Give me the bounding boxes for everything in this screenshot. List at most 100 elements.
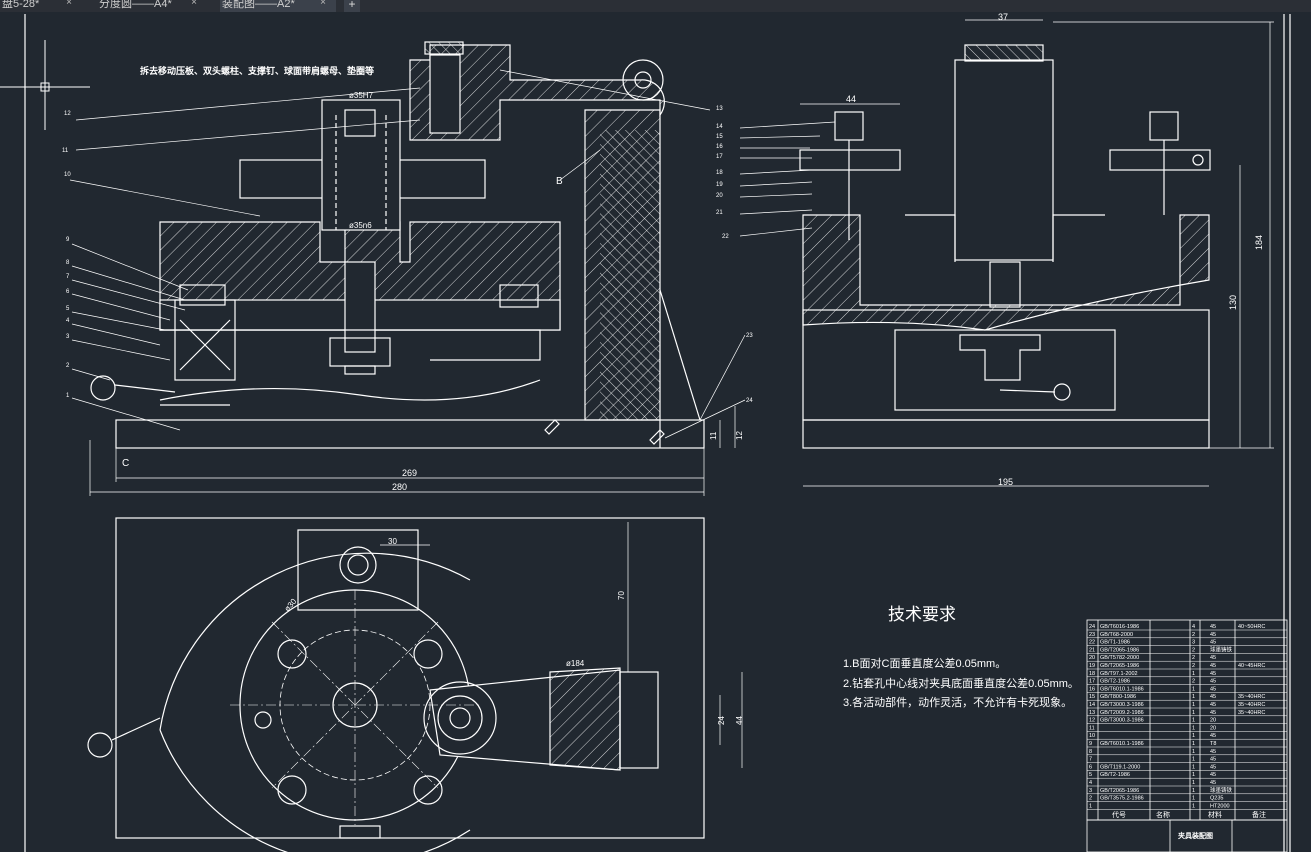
dim-269: 269 [402, 468, 417, 478]
bom-cell-material: 45 [1210, 694, 1216, 700]
bom-cell-number: 7 [1089, 757, 1092, 763]
bom-cell-quantity: 1 [1192, 796, 1195, 802]
part-label: 18 [716, 170, 723, 176]
bom-cell-material: 45 [1210, 749, 1216, 755]
bom-cell-code: GB/T3575.2-1986 [1100, 796, 1144, 802]
bom-cell-code: GB/T800-1986 [1100, 694, 1136, 700]
part-label: 11 [62, 148, 69, 154]
part-label: 9 [66, 237, 70, 243]
bom-cell-number: 10 [1089, 733, 1095, 739]
bom-cell-quantity: 2 [1192, 663, 1195, 669]
bom-cell-note: 40~45HRC [1238, 663, 1265, 669]
bom-cell-quantity: 1 [1192, 749, 1195, 755]
top-view [87, 517, 743, 852]
bom-cell-quantity: 2 [1192, 632, 1195, 638]
close-tab-icon[interactable]: × [320, 0, 326, 8]
bom-cell-code: GB/T119.1-2000 [1100, 764, 1140, 770]
part-label: 6 [66, 289, 70, 295]
part-label: 22 [722, 234, 729, 240]
bom-cell-code: GB/T3000.3-1986 [1100, 718, 1144, 724]
bom-cell-quantity: 1 [1192, 780, 1195, 786]
bom-cell-material: Q235 [1210, 796, 1223, 802]
tab-label: 分度圆——A4* [99, 0, 172, 10]
tech-requirements-title: 技术要求 [888, 605, 956, 624]
bom-cell-number: 20 [1089, 655, 1095, 661]
tab-label: 盘5-28* [2, 0, 40, 10]
close-tab-icon[interactable]: × [66, 0, 72, 8]
tech-note-1: 1.B面对C面垂直度公差0.05mm。 [843, 656, 1006, 670]
part-label: 7 [66, 274, 70, 280]
bom-cell-material: HT2000 [1210, 803, 1230, 809]
tab-document-3[interactable]: 装配图——A2* × [220, 0, 336, 12]
view-label-c: C [122, 458, 129, 469]
drawing-frame [24, 14, 1291, 852]
bom-header-material: 材料 [1208, 810, 1222, 819]
part-number-labels: 1 2 3 4 5 6 7 8 9 10 11 12 13 14 15 16 1… [62, 106, 753, 404]
bom-cell-quantity: 1 [1192, 757, 1195, 763]
bom-cell-code: GB/T6010.1-1986 [1100, 686, 1144, 692]
bom-cell-quantity: 1 [1192, 772, 1195, 778]
bom-cell-material: 45 [1210, 686, 1216, 692]
bom-cell-number: 11 [1089, 725, 1095, 731]
dim-d35n6: ø35n6 [349, 221, 372, 230]
bom-cell-number: 4 [1089, 780, 1092, 786]
bom-cell-quantity: 3 [1192, 640, 1195, 646]
bom-cell-number: 8 [1089, 749, 1092, 755]
part-label: 2 [66, 363, 70, 369]
bom-cell-code: GB/T3000.3-1986 [1100, 702, 1144, 708]
part-label: 19 [716, 182, 723, 188]
new-tab-button[interactable]: + [344, 0, 360, 12]
dim-12: 12 [735, 431, 744, 440]
bom-cell-material: 45 [1210, 772, 1216, 778]
bom-cell-number: 17 [1089, 679, 1095, 685]
dim-70: 70 [617, 591, 626, 600]
bom-cell-code: GB/T2065-1986 [1100, 663, 1139, 669]
bom-cell-quantity: 1 [1192, 764, 1195, 770]
tech-note-2: 2.钻套孔中心线对夹具底面垂直度公差0.05mm。 [843, 676, 1079, 690]
bom-cell-quantity: 1 [1192, 702, 1195, 708]
bom-cell-material: 20 [1210, 718, 1216, 724]
view-label-b: B [556, 176, 563, 187]
bom-header: 代号 名称 材料 备注 夹具装配图 [1112, 810, 1266, 840]
bom-cell-code: GB/T6010.1-1986 [1100, 741, 1144, 747]
bom-cell-quantity: 2 [1192, 647, 1195, 653]
dim-d184: ø184 [566, 659, 585, 668]
dim-184: 184 [1254, 235, 1264, 250]
bom-cell-material: 45 [1210, 640, 1216, 646]
dim-195: 195 [998, 477, 1013, 487]
bom-cell-note: 35~40HRC [1238, 694, 1265, 700]
removal-note: 拆去移动压板、双头螺柱、支撑钉、球面带肩螺母、垫圈等 [140, 65, 374, 76]
bom-cell-material: 45 [1210, 655, 1216, 661]
drawing-canvas[interactable]: 拆去移动压板、双头螺柱、支撑钉、球面带肩螺母、垫圈等 B C ø35H7 ø35… [0, 12, 1311, 852]
close-tab-icon[interactable]: × [191, 0, 197, 8]
drawing-annotations: 拆去移动压板、双头螺柱、支撑钉、球面带肩螺母、垫圈等 B C ø35H7 ø35… [62, 12, 1264, 725]
bom-cell-material: 45 [1210, 702, 1216, 708]
tab-document-1[interactable]: 盘5-28* × [0, 0, 82, 12]
tab-document-2[interactable]: 分度圆——A4* × [97, 0, 207, 12]
bom-cell-material: 45 [1210, 671, 1216, 677]
bom-cell-note: 35~40HRC [1238, 710, 1265, 716]
bom-cell-number: 18 [1089, 671, 1095, 677]
part-label: 8 [66, 260, 70, 266]
bom-cell-note: 35~40HRC [1238, 702, 1265, 708]
side-view [739, 19, 1274, 487]
bom-cell-number: 14 [1089, 702, 1095, 708]
bom-cell-material: 45 [1210, 624, 1216, 630]
front-view [69, 41, 746, 496]
bom-cell-material: 20 [1210, 725, 1216, 731]
bom-cell-number: 12 [1089, 718, 1095, 724]
